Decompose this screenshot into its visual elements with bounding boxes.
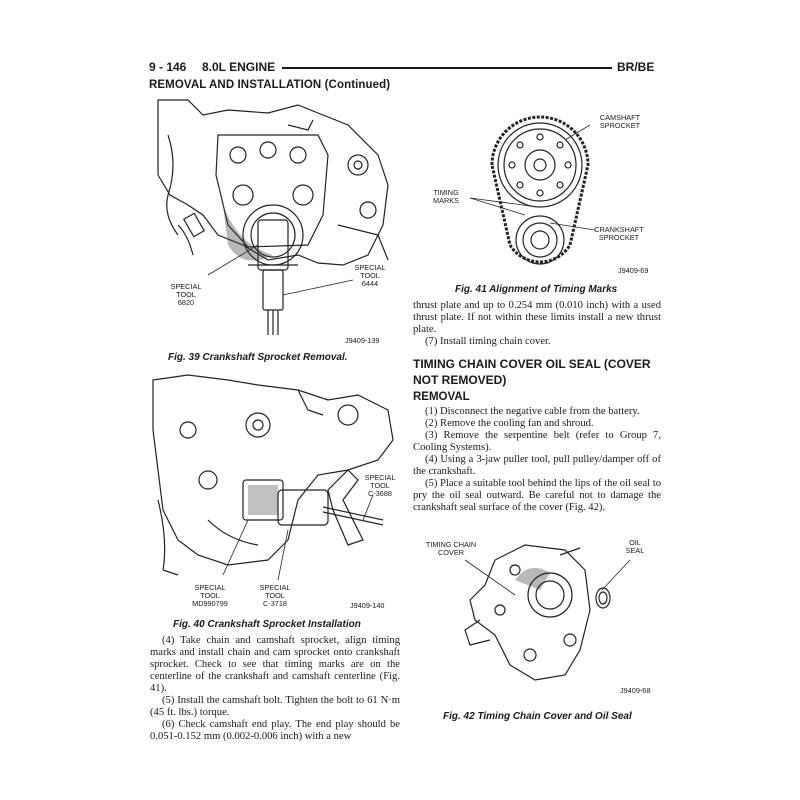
fig39-caption: Fig. 39 Crankshaft Sprocket Removal. bbox=[168, 352, 348, 363]
right-body-text-top: thrust plate and up to 0.254 mm (0.010 i… bbox=[413, 300, 661, 348]
oil-seal-heading: TIMING CHAIN COVER OIL SEAL (COVER NOT R… bbox=[413, 357, 651, 387]
page-number: 9 - 146 bbox=[149, 60, 187, 74]
model-code: BR/BE bbox=[617, 60, 655, 74]
fig42-caption: Fig. 42 Timing Chain Cover and Oil Seal bbox=[443, 711, 632, 722]
step-4-paragraph: (4) Take chain and camshaft sprocket, al… bbox=[150, 635, 400, 694]
fig40-id: J9409-140 bbox=[350, 601, 385, 610]
fig39-illustration bbox=[157, 99, 389, 335]
fig42-id: J9409-68 bbox=[620, 686, 651, 695]
removal-steps: (1) Disconnect the negative cable from t… bbox=[413, 406, 661, 514]
fig41-id: J9409-69 bbox=[618, 266, 649, 275]
fig39-id: J9409-139 bbox=[345, 336, 380, 345]
header-rule bbox=[282, 67, 612, 69]
removal-step-1: (1) Disconnect the negative cable from t… bbox=[425, 406, 640, 417]
step-7-paragraph: (7) Install timing chain cover. bbox=[425, 336, 551, 347]
fig42-illustration bbox=[464, 544, 611, 681]
thrust-plate-paragraph: thrust plate and up to 0.254 mm (0.010 i… bbox=[413, 300, 661, 335]
removal-step-5: (5) Place a suitable tool behind the lip… bbox=[413, 478, 661, 513]
fig42-leader-lines bbox=[464, 559, 631, 596]
step-5-paragraph: (5) Install the camshaft bolt. Tighten t… bbox=[150, 695, 400, 718]
removal-step-4: (4) Using a 3-jaw puller tool, pull pull… bbox=[413, 454, 661, 477]
fig40-caption: Fig. 40 Crankshaft Sprocket Installation bbox=[173, 619, 361, 630]
removal-step-3: (3) Remove the serpentine belt (refer to… bbox=[413, 430, 661, 453]
section-name: 8.0L ENGINE bbox=[202, 60, 276, 74]
section-title: REMOVAL AND INSTALLATION (Continued) bbox=[149, 79, 391, 91]
fig40-illustration bbox=[152, 374, 394, 581]
step-6-paragraph: (6) Check camshaft end play. The end pla… bbox=[150, 719, 400, 742]
removal-heading: REMOVAL bbox=[413, 391, 470, 403]
fig41-caption: Fig. 41 Alignment of Timing Marks bbox=[455, 284, 618, 295]
left-body-text: (4) Take chain and camshaft sprocket, al… bbox=[150, 635, 400, 743]
removal-step-2: (2) Remove the cooling fan and shroud. bbox=[425, 418, 594, 429]
fig41-illustration bbox=[470, 115, 596, 265]
